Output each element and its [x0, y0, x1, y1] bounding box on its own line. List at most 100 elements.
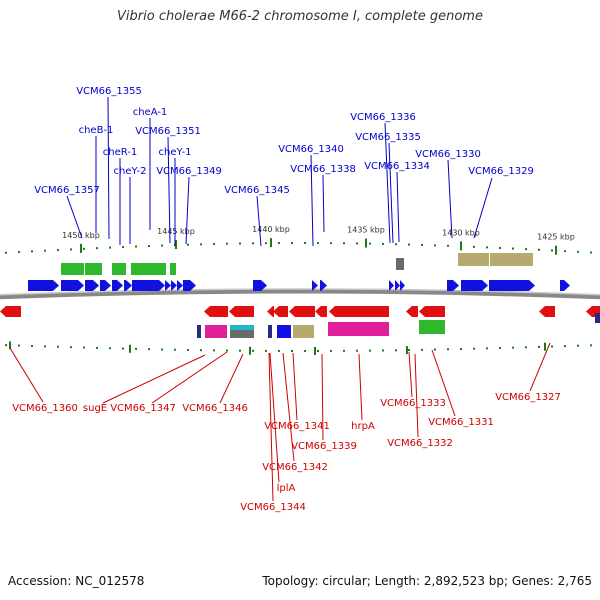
gene-label-vcm66_1355[interactable]: VCM66_1355 — [76, 86, 142, 97]
leader-line — [282, 352, 295, 462]
tick-dot — [213, 243, 215, 246]
leader-line — [431, 349, 456, 417]
tick-dot — [148, 348, 150, 351]
forward-gene-arrow[interactable] — [447, 280, 459, 291]
forward-gene-arrow[interactable] — [171, 280, 177, 291]
forward-gene-arrow[interactable] — [389, 280, 394, 291]
tick-dot — [434, 244, 436, 247]
tick-dot — [538, 248, 540, 251]
gene-label-chea-1[interactable]: cheA-1 — [133, 107, 168, 118]
tick-dot — [278, 242, 280, 245]
tick-dot — [226, 349, 228, 352]
feature-box-green — [419, 320, 445, 334]
gene-label-vcm66_1339[interactable]: VCM66_1339 — [291, 441, 357, 452]
gene-label-vcm66_1329[interactable]: VCM66_1329 — [468, 166, 534, 177]
reverse-gene-arrow[interactable] — [289, 306, 315, 317]
gene-label-vcm66_1342[interactable]: VCM66_1342 — [262, 462, 328, 473]
gene-label-vcm66_1333[interactable]: VCM66_1333 — [380, 398, 446, 409]
reverse-gene-arrow[interactable] — [539, 306, 555, 317]
feature-box-cyan — [230, 325, 254, 330]
forward-gene-arrow[interactable] — [177, 280, 183, 291]
gene-label-cheb-1[interactable]: cheB-1 — [79, 125, 114, 136]
gene-label-hrpa[interactable]: hrpA — [351, 421, 375, 432]
gene-label-chey-2[interactable]: cheY-2 — [114, 166, 147, 177]
gene-label-vcm66_1340[interactable]: VCM66_1340 — [278, 144, 344, 155]
gene-label-suge[interactable]: sugE — [83, 403, 107, 414]
gene-label-vcm66_1327[interactable]: VCM66_1327 — [495, 392, 561, 403]
reverse-gene-arrow[interactable] — [273, 306, 288, 317]
gene-label-vcm66_1334[interactable]: VCM66_1334 — [364, 161, 430, 172]
gene-label-vcm66_1349[interactable]: VCM66_1349 — [156, 166, 222, 177]
forward-gene-arrow[interactable] — [112, 280, 123, 291]
gene-label-vcm66_1360[interactable]: VCM66_1360 — [12, 403, 78, 414]
reverse-gene-arrow[interactable] — [406, 306, 418, 317]
gene-label-cher-1[interactable]: cheR-1 — [103, 147, 138, 158]
tick-dot — [304, 349, 306, 352]
gene-label-vcm66_1330[interactable]: VCM66_1330 — [415, 149, 481, 160]
gene-label-vcm66_1346[interactable]: VCM66_1346 — [182, 403, 248, 414]
leader-line — [66, 195, 83, 239]
tick-dot — [226, 242, 228, 245]
tick-dot — [486, 246, 488, 249]
reverse-gene-arrow[interactable] — [419, 306, 445, 317]
reverse-gene-arrow[interactable] — [267, 306, 274, 317]
gene-label-vcm66_1351[interactable]: VCM66_1351 — [135, 126, 201, 137]
forward-gene-arrow[interactable] — [400, 280, 405, 291]
tick-dot — [83, 346, 85, 349]
leader-line — [408, 351, 413, 398]
forward-gene-arrow[interactable] — [85, 280, 99, 291]
tick-dot — [122, 347, 124, 350]
tick-dot — [304, 242, 306, 245]
forward-gene-arrow[interactable] — [560, 280, 570, 291]
gene-label-vcm66_1345[interactable]: VCM66_1345 — [224, 185, 290, 196]
gene-label-vcm66_1335[interactable]: VCM66_1335 — [355, 132, 421, 143]
reverse-gene-arrow[interactable] — [0, 306, 21, 317]
chromosome-backbone — [0, 288, 600, 300]
feature-box-navy — [595, 313, 600, 323]
forward-gene-arrow[interactable] — [28, 280, 59, 291]
tick-dot — [343, 349, 345, 352]
forward-gene-arrow[interactable] — [253, 280, 267, 291]
tick-dot — [135, 347, 137, 350]
leader-line — [447, 159, 453, 239]
forward-gene-arrow[interactable] — [61, 280, 84, 291]
gene-label-lpla[interactable]: lplA — [277, 483, 296, 494]
forward-gene-arrow[interactable] — [320, 280, 327, 291]
tick-dot — [473, 347, 475, 350]
gene-label-vcm66_1344[interactable]: VCM66_1344 — [240, 502, 306, 513]
gene-label-vcm66_1357[interactable]: VCM66_1357 — [34, 185, 100, 196]
gene-label-vcm66_1336[interactable]: VCM66_1336 — [350, 112, 416, 123]
forward-gene-arrow[interactable] — [132, 280, 165, 291]
tick-dot — [70, 346, 72, 349]
feature-box-green — [170, 263, 176, 275]
gene-label-vcm66_1331[interactable]: VCM66_1331 — [428, 417, 494, 428]
reverse-gene-arrow[interactable] — [315, 306, 327, 317]
forward-gene-arrow[interactable] — [461, 280, 488, 291]
forward-gene-arrow[interactable] — [395, 280, 400, 291]
tick-dot — [369, 349, 371, 352]
tick-dot — [486, 347, 488, 350]
reverse-gene-arrow[interactable] — [329, 306, 389, 317]
tick-dot — [122, 246, 124, 249]
gene-label-chey-1[interactable]: cheY-1 — [159, 147, 192, 158]
tick-dot — [265, 242, 267, 245]
tick-dot — [538, 345, 540, 348]
gene-label-vcm66_1338[interactable]: VCM66_1338 — [290, 164, 356, 175]
reverse-gene-arrow[interactable] — [204, 306, 228, 317]
forward-gene-arrow[interactable] — [100, 280, 111, 291]
forward-gene-arrow[interactable] — [124, 280, 132, 291]
forward-gene-arrow[interactable] — [312, 280, 318, 291]
ruler-tick-label: 1435 kbp — [347, 226, 385, 235]
gene-label-vcm66_1347[interactable]: VCM66_1347 — [110, 403, 176, 414]
tick-dot — [252, 242, 254, 245]
tick-dot — [148, 245, 150, 248]
forward-gene-arrow[interactable] — [489, 280, 535, 291]
tick-dot — [187, 243, 189, 246]
forward-gene-arrow[interactable] — [183, 280, 196, 291]
gene-label-vcm66_1332[interactable]: VCM66_1332 — [387, 438, 453, 449]
forward-gene-arrow[interactable] — [165, 280, 171, 291]
tick-dot — [174, 348, 176, 351]
gene-label-vcm66_1341[interactable]: VCM66_1341 — [264, 421, 330, 432]
tick-dot — [525, 248, 527, 251]
reverse-gene-arrow[interactable] — [229, 306, 254, 317]
